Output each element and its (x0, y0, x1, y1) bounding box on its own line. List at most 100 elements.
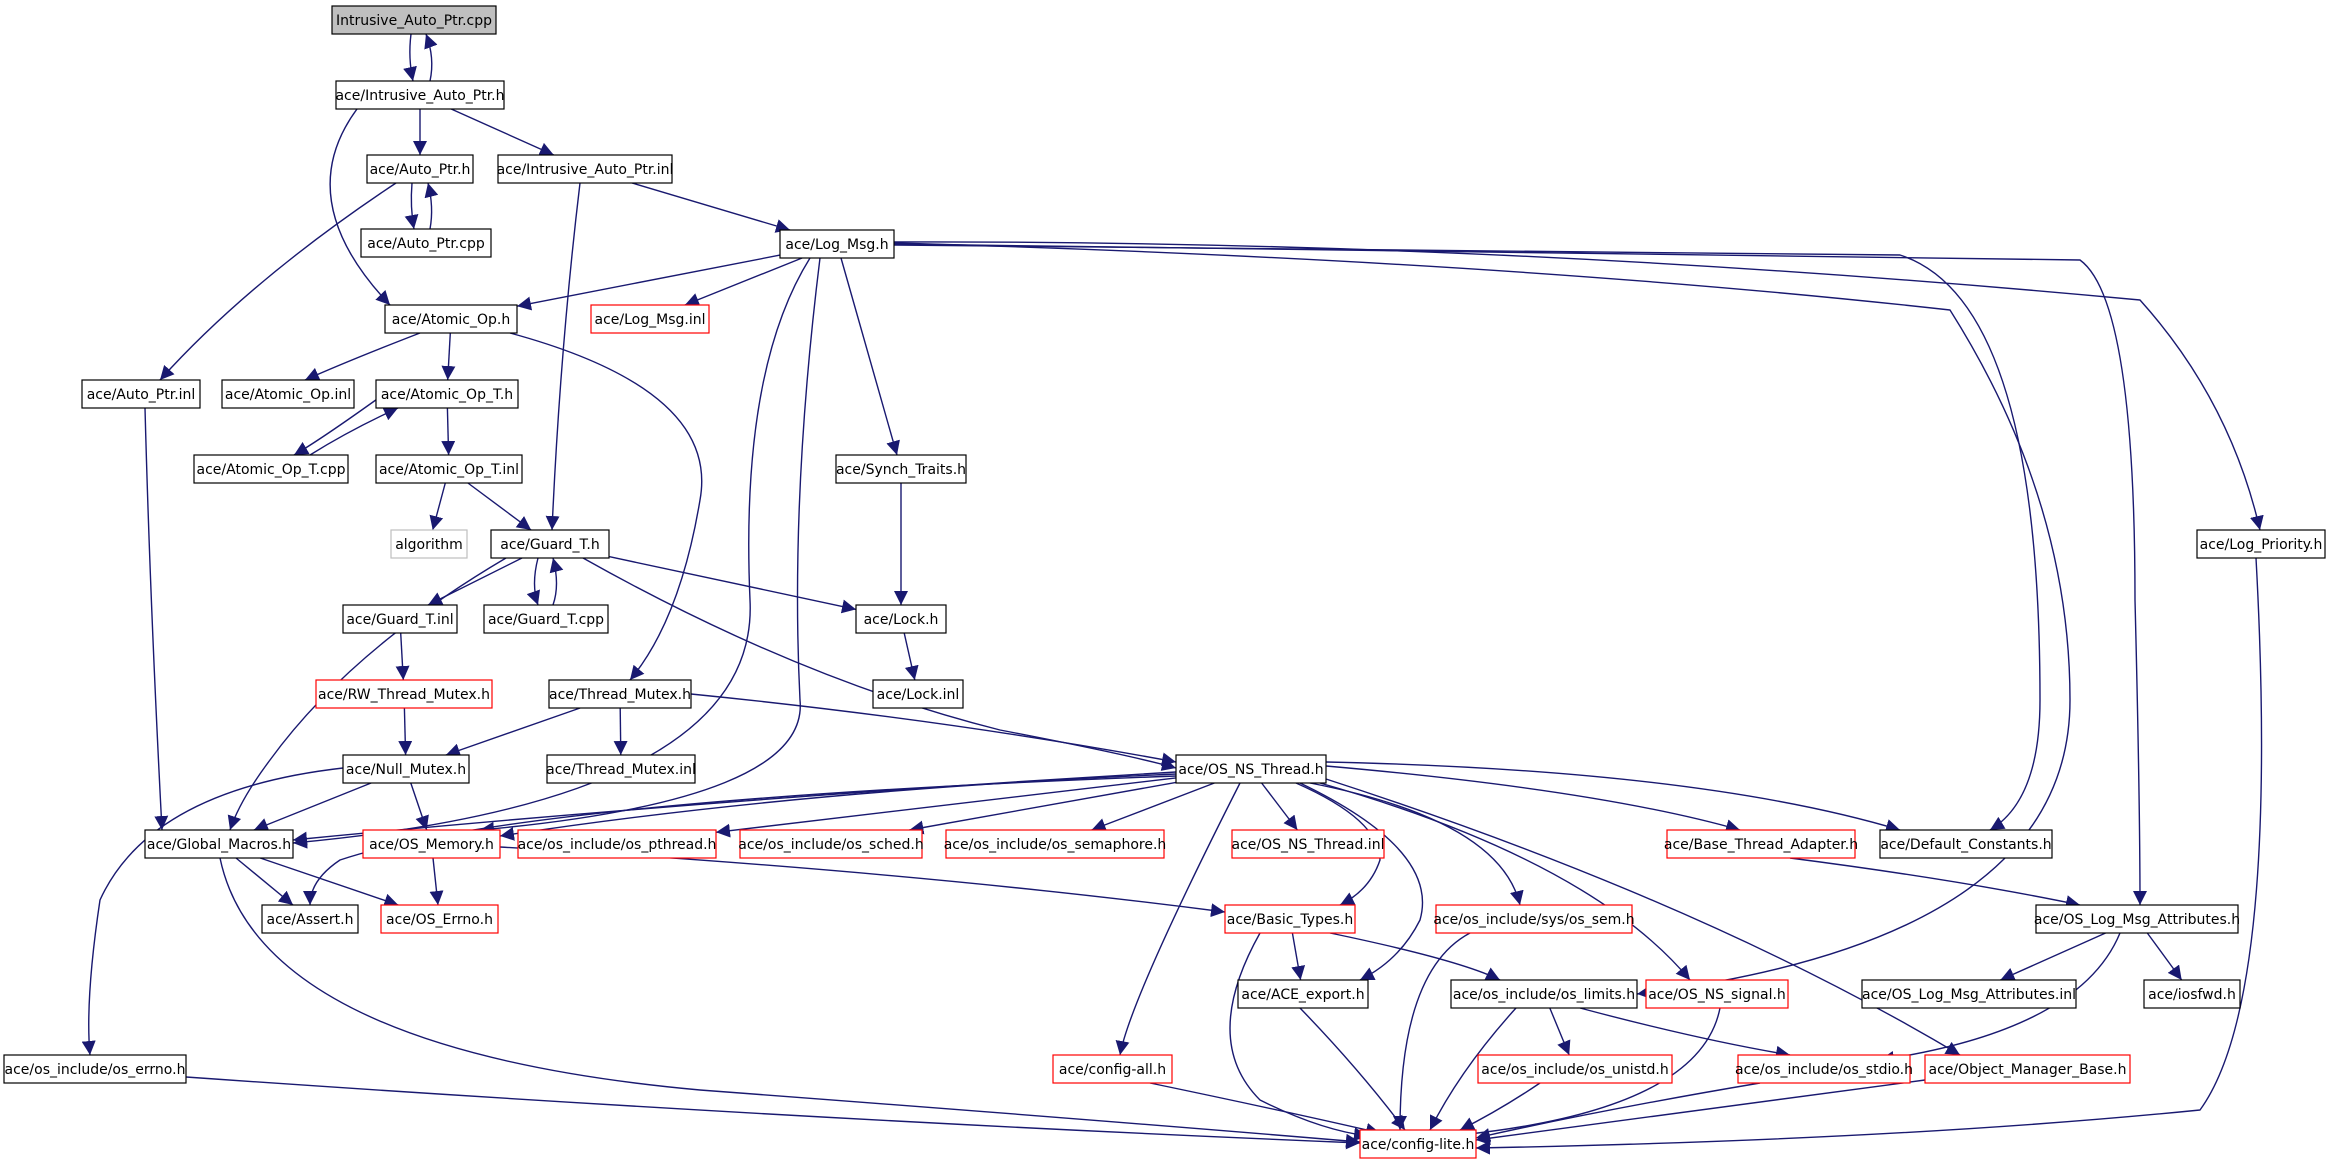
node-os-ns-thread-h[interactable]: ace/OS_NS_Thread.h (1175, 754, 1327, 784)
node-os-pthread-h[interactable]: ace/os_include/os_pthread.h (517, 829, 717, 859)
node-label: ace/OS_Errno.h (386, 912, 493, 928)
node-box (3, 1054, 187, 1084)
node-box (81, 379, 201, 409)
node-os-log-msg-attributes-h[interactable]: ace/OS_Log_Msg_Attributes.h (2034, 904, 2240, 934)
edge-log-msg-h-to-default-constants-h (893, 244, 2041, 831)
edge-null-mutex-h-to-global-macros-h (253, 782, 372, 832)
node-auto-ptr-inl[interactable]: ace/Auto_Ptr.inl (81, 379, 201, 409)
node-box (261, 904, 359, 934)
node-label: ace/OS_Log_Msg_Attributes.inl (1862, 987, 2076, 1003)
edge-ace-export-h-to-config-lite-h (1299, 1007, 1406, 1131)
node-label: ace/Atomic_Op_T.cpp (197, 462, 346, 478)
node-label: ace/os_include/os_unistd.h (1481, 1062, 1668, 1078)
node-os-stdio-h[interactable]: ace/os_include/os_stdio.h (1735, 1054, 1913, 1084)
node-label: ace/OS_Memory.h (369, 837, 494, 853)
node-log-priority-h[interactable]: ace/Log_Priority.h (2196, 529, 2326, 559)
node-intrusive-auto-ptr-h[interactable]: ace/Intrusive_Auto_Ptr.h (335, 80, 505, 110)
node-guard-t-cpp[interactable]: ace/Guard_T.cpp (483, 604, 609, 634)
node-os-errno-h[interactable]: ace/OS_Errno.h (380, 904, 499, 934)
node-intrusive-auto-ptr-inl[interactable]: ace/Intrusive_Auto_Ptr.inl (497, 154, 674, 184)
edge-intrusive-auto-ptr-inl-to-guard-t-h (545, 182, 581, 531)
node-os-ns-signal-h[interactable]: ace/OS_NS_signal.h (1645, 979, 1789, 1009)
edge-os-ns-thread-h-to-ace-export-h (1299, 782, 1424, 981)
node-default-constants-h[interactable]: ace/Default_Constants.h (1879, 829, 2053, 859)
node-ace-export-h[interactable]: ace/ACE_export.h (1237, 979, 1369, 1009)
edge-os-limits-h-to-os-stdio-h (1579, 1007, 1791, 1060)
node-os-ns-thread-inl[interactable]: ace/OS_NS_Thread.inl (1231, 829, 1385, 859)
edge-os-ns-thread-h-to-object-manager-base-h (1325, 778, 1961, 1056)
node-atomic-op-inl[interactable]: ace/Atomic_Op.inl (221, 379, 355, 409)
node-global-macros-h[interactable]: ace/Global_Macros.h (144, 829, 294, 859)
node-lock-h[interactable]: ace/Lock.h (855, 604, 947, 634)
node-assert-h[interactable]: ace/Assert.h (261, 904, 359, 934)
node-intrusive-auto-ptr-cpp[interactable]: Intrusive_Auto_Ptr.cpp (331, 5, 497, 35)
node-box (221, 379, 355, 409)
node-atomic-op-t-inl[interactable]: ace/Atomic_Op_T.inl (375, 454, 523, 484)
node-label: ace/os_include/os_errno.h (5, 1062, 186, 1078)
node-box (1645, 979, 1789, 1009)
node-os-semaphore-h[interactable]: ace/os_include/os_semaphore.h (944, 829, 1167, 859)
node-box (384, 304, 518, 334)
node-guard-t-inl[interactable]: ace/Guard_T.inl (342, 604, 458, 634)
node-box (548, 679, 692, 709)
edge-thread-mutex-h-to-os-ns-thread-h (690, 693, 1177, 767)
node-box (872, 679, 964, 709)
edge-auto-ptr-cpp-to-auto-ptr-h (424, 182, 439, 230)
node-algorithm[interactable]: algorithm (390, 529, 468, 559)
node-atomic-op-t-cpp[interactable]: ace/Atomic_Op_T.cpp (193, 454, 349, 484)
node-object-manager-base-h[interactable]: ace/Object_Manager_Base.h (1924, 1054, 2131, 1084)
node-box (1224, 904, 1356, 934)
node-label: ace/Lock.h (864, 612, 939, 628)
node-box (375, 454, 523, 484)
edge-atomic-op-h-to-atomic-op-t-h (441, 332, 456, 381)
node-sys-os-sem-h[interactable]: ace/os_include/sys/os_sem.h (1433, 904, 1635, 934)
edge-atomic-op-h-to-atomic-op-inl (304, 332, 421, 381)
node-thread-mutex-inl[interactable]: ace/Thread_Mutex.inl (546, 754, 696, 784)
node-label: ace/Thread_Mutex.h (549, 687, 691, 703)
node-config-lite-h[interactable]: ace/config-lite.h (1359, 1129, 1477, 1159)
node-thread-mutex-h[interactable]: ace/Thread_Mutex.h (548, 679, 692, 709)
edge-os-limits-h-to-config-lite-h (1429, 1007, 1517, 1131)
node-atomic-op-t-h[interactable]: ace/Atomic_Op_T.h (375, 379, 519, 409)
node-auto-ptr-cpp[interactable]: ace/Auto_Ptr.cpp (360, 228, 492, 258)
node-iosfwd-h[interactable]: ace/iosfwd.h (2143, 979, 2241, 1009)
node-log-msg-h[interactable]: ace/Log_Msg.h (779, 229, 895, 259)
edge-os-log-msg-attributes-h-to-os-log-msg-attributes-inl (2000, 932, 2106, 981)
edge-atomic-op-t-inl-to-algorithm (429, 482, 446, 531)
node-os-sched-h[interactable]: ace/os_include/os_sched.h (738, 829, 924, 859)
node-os-limits-h[interactable]: ace/os_include/os_limits.h (1450, 979, 1638, 1009)
node-label: ace/Guard_T.inl (346, 612, 453, 628)
node-label: ace/config-lite.h (1362, 1137, 1475, 1153)
node-os-memory-h[interactable]: ace/OS_Memory.h (362, 829, 501, 859)
edge-basic-types-h-to-config-lite-h (1229, 932, 1369, 1142)
node-guard-t-h[interactable]: ace/Guard_T.h (490, 529, 610, 559)
node-null-mutex-h[interactable]: ace/Null_Mutex.h (342, 754, 470, 784)
edge-guard-t-h-to-global-macros-h (227, 557, 507, 831)
node-rw-thread-mutex-h[interactable]: ace/RW_Thread_Mutex.h (315, 679, 493, 709)
node-os-log-msg-attributes-inl[interactable]: ace/OS_Log_Msg_Attributes.inl (1861, 979, 2077, 1009)
node-synch-traits-h[interactable]: ace/Synch_Traits.h (835, 454, 967, 484)
edge-os-limits-h-to-os-unistd-h (1549, 1007, 1571, 1056)
node-label: ace/Atomic_Op.inl (225, 387, 351, 403)
node-label: ace/os_include/os_stdio.h (1735, 1062, 1913, 1078)
node-label: ace/Auto_Ptr.h (370, 162, 471, 178)
node-auto-ptr-h[interactable]: ace/Auto_Ptr.h (366, 154, 474, 184)
edge-log-msg-h-to-atomic-op-h (516, 254, 781, 311)
edge-thread-mutex-h-to-thread-mutex-inl (613, 707, 628, 756)
edge-thread-mutex-h-to-null-mutex-h (445, 707, 581, 757)
node-base-thread-adapter-h[interactable]: ace/Base_Thread_Adapter.h (1664, 829, 1858, 859)
node-config-all-h[interactable]: ace/config-all.h (1052, 1054, 1173, 1084)
node-box (835, 454, 967, 484)
node-basic-types-h[interactable]: ace/Basic_Types.h (1224, 904, 1356, 934)
node-log-msg-inl[interactable]: ace/Log_Msg.inl (590, 304, 710, 334)
node-label: ace/Basic_Types.h (1227, 912, 1353, 928)
node-os-unistd-h[interactable]: ace/os_include/os_unistd.h (1477, 1054, 1673, 1084)
node-os-include-os-errno-h[interactable]: ace/os_include/os_errno.h (3, 1054, 187, 1084)
edge-os-stdio-h-to-config-lite-h (1475, 1082, 1761, 1142)
node-lock-inl[interactable]: ace/Lock.inl (872, 679, 964, 709)
node-atomic-op-h[interactable]: ace/Atomic_Op.h (384, 304, 518, 334)
edges-layer (81, 33, 2264, 1155)
node-box (342, 604, 458, 634)
node-label: ace/Auto_Ptr.inl (87, 387, 196, 403)
node-label: ace/os_include/os_semaphore.h (944, 837, 1167, 853)
